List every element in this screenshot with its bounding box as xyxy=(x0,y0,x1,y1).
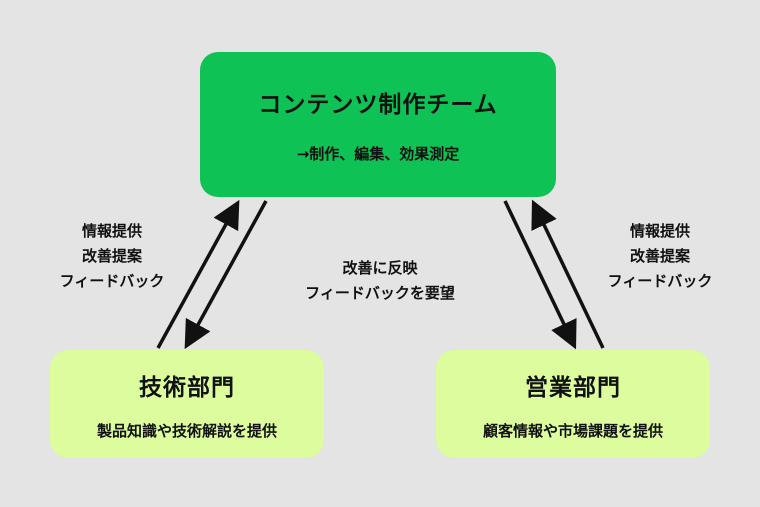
left-arrow-label: 情報提供 改善提案 フィードバック xyxy=(42,219,182,294)
center-label-line: フィードバックを要望 xyxy=(305,284,455,302)
team-title: コンテンツ制作チーム xyxy=(258,92,498,118)
right-label-line: 改善提案 xyxy=(629,247,690,265)
center-arrow-label: 改善に反映 フィードバックを要望 xyxy=(270,256,490,306)
sales-department-box: 営業部門 顧客情報や市場課題を提供 xyxy=(436,350,710,458)
arrow-sales-to-team xyxy=(531,199,605,349)
left-label-line: 改善提案 xyxy=(81,247,142,265)
center-label-line: 改善に反映 xyxy=(342,259,418,277)
right-arrow-label: 情報提供 改善提案 フィードバック xyxy=(590,219,730,294)
tech-title: 技術部門 xyxy=(139,374,235,401)
right-label-line: フィードバック xyxy=(607,272,713,290)
tech-department-box: 技術部門 製品知識や技術解説を提供 xyxy=(50,350,324,458)
sales-title: 営業部門 xyxy=(525,374,621,401)
sales-subtitle: 顧客情報や市場課題を提供 xyxy=(482,421,663,440)
arrow-tech-to-team xyxy=(156,199,240,349)
arrow-team-to-sales xyxy=(503,200,577,350)
arrow-team-to-tech xyxy=(184,200,268,350)
tech-subtitle: 製品知識や技術解説を提供 xyxy=(96,421,277,440)
right-label-line: 情報提供 xyxy=(629,222,690,240)
content-team-box: コンテンツ制作チーム →制作、編集、効果測定 xyxy=(200,52,556,197)
left-label-line: フィードバック xyxy=(59,272,165,290)
team-subtitle: →制作、編集、効果測定 xyxy=(296,145,460,163)
left-label-line: 情報提供 xyxy=(81,222,142,240)
